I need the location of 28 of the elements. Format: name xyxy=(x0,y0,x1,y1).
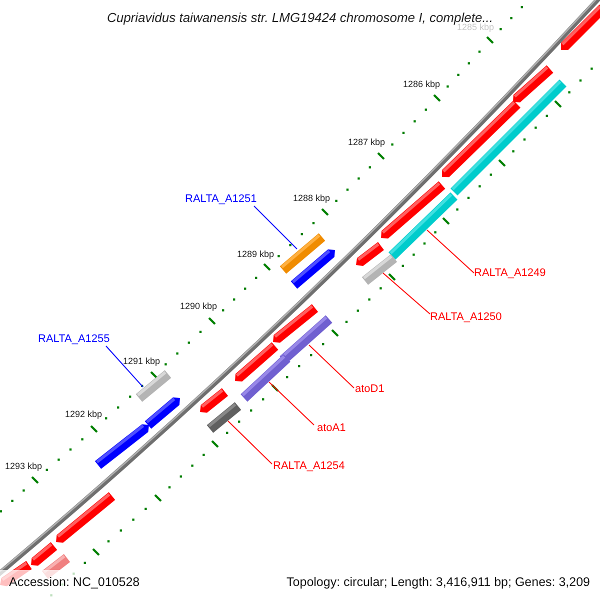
leader-line xyxy=(268,382,314,426)
title: Cupriavidus taiwanensis str. LMG19424 chromosome I, complete... xyxy=(106,11,494,24)
gene-feature xyxy=(362,254,398,285)
gene-label: RALTA_A1254 xyxy=(273,461,345,472)
gene-label: RALTA_A1251 xyxy=(185,194,257,205)
gene-feature xyxy=(388,192,458,260)
gene-label: RALTA_A1249 xyxy=(474,268,546,279)
scale-label: 1290 kbp xyxy=(180,302,217,311)
leader-line xyxy=(382,272,430,314)
gene-feature xyxy=(136,370,172,402)
scale-label: 1291 kbp xyxy=(122,357,160,366)
accession-text: Accession: NC_010528 xyxy=(9,576,140,588)
scale-label: 1288 kbp xyxy=(292,194,330,203)
gene-feature xyxy=(240,354,290,402)
leader-line xyxy=(426,230,474,274)
gene-label: atoA1 xyxy=(317,423,346,434)
gene-feature xyxy=(206,402,242,433)
gene-label: atoD1 xyxy=(355,384,384,395)
gene-label: RALTA_A1255 xyxy=(38,334,110,345)
gene-label: RALTA_A1250 xyxy=(430,312,502,323)
gene-feature xyxy=(280,233,326,274)
leader-line xyxy=(308,344,354,388)
scale-label: 1293 kbp xyxy=(4,462,42,471)
scale-label: 1292 kbp xyxy=(64,410,102,419)
leader-line xyxy=(106,346,144,388)
scale-label: 1286 kbp xyxy=(402,80,440,89)
scale-label: 1287 kbp xyxy=(348,138,385,147)
genome-summary: Topology: circular; Length: 3,416,911 bp; Genes: 3,209 xyxy=(286,576,590,588)
